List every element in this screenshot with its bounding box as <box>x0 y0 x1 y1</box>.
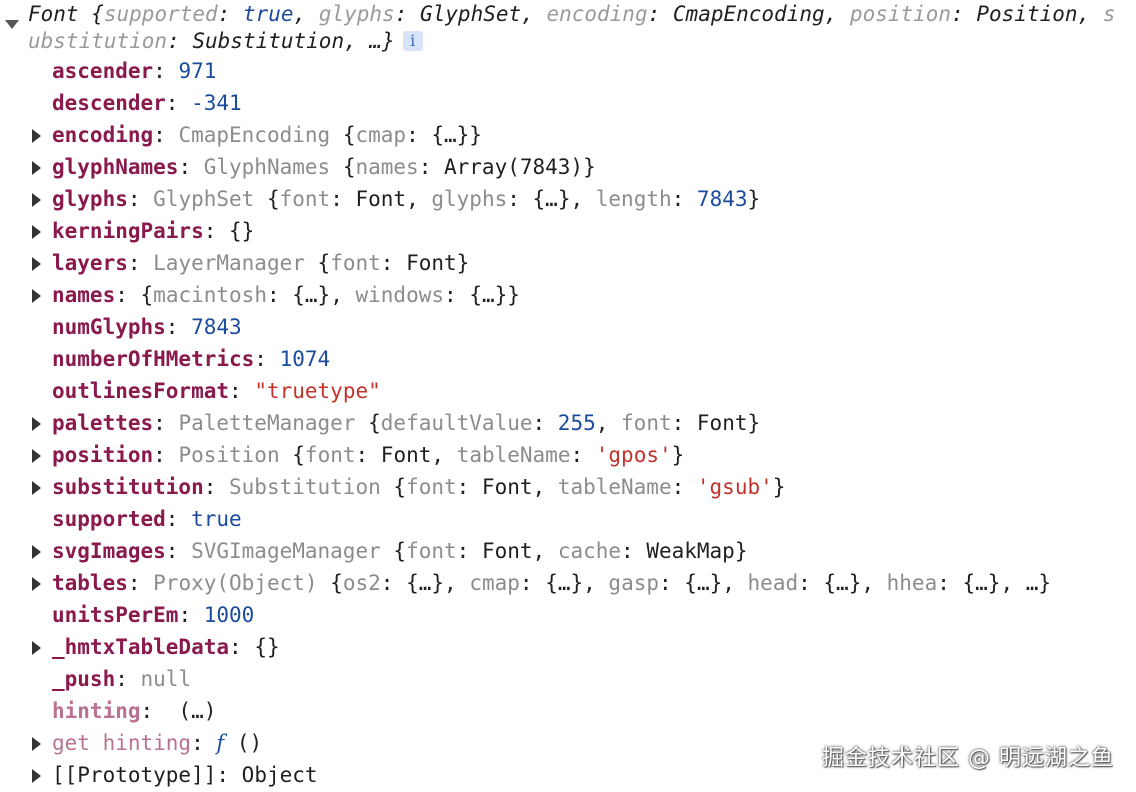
expand-triangle-icon[interactable] <box>32 129 41 143</box>
property-row-kerningpairs[interactable]: kerningPairs: {} <box>0 215 1051 247</box>
expand-triangle-icon[interactable] <box>32 257 41 271</box>
property-row-numberofhmetrics: numberOfHMetrics: 1074 <box>52 347 331 371</box>
property-row-descender: descender: -341 <box>52 91 242 115</box>
expand-triangle-icon[interactable] <box>32 417 41 431</box>
expand-triangle-icon[interactable] <box>32 289 41 303</box>
property-row-numglyphs: numGlyphs: 7843 <box>52 315 242 339</box>
expand-triangle-icon[interactable] <box>32 161 41 175</box>
expand-triangle-icon[interactable] <box>32 641 41 655</box>
collapse-triangle-icon[interactable] <box>5 20 19 29</box>
property-row-prototype[interactable]: [[Prototype]]: Object <box>0 759 1051 791</box>
property-row-substitution[interactable]: substitution: Substitution {font: Font, … <box>0 471 1051 503</box>
property-list: ascender: 971 descender: -341 encoding: … <box>0 55 1051 791</box>
info-icon[interactable]: i <box>402 31 423 51</box>
property-row-get-hinting[interactable]: get hinting: f () <box>0 727 1051 759</box>
expand-triangle-icon[interactable] <box>32 481 41 495</box>
property-row-supported: supported: true <box>52 507 242 531</box>
property-row-glyphs[interactable]: glyphs: GlyphSet {font: Font, glyphs: {…… <box>0 183 1051 215</box>
expand-triangle-icon[interactable] <box>32 737 41 751</box>
watermark-text: 掘金技术社区 @ 明远湖之鱼 <box>822 746 1114 771</box>
expand-triangle-icon[interactable] <box>32 769 41 783</box>
expand-triangle-icon[interactable] <box>32 545 41 559</box>
property-row-push: _push: null <box>52 667 192 691</box>
object-class-name: Font <box>28 2 79 26</box>
expand-triangle-icon[interactable] <box>32 577 41 591</box>
property-row-position[interactable]: position: Position {font: Font, tableNam… <box>0 439 1051 471</box>
property-row-hinting[interactable]: hinting: (…) <box>52 699 217 723</box>
property-row-outlinesformat: outlinesFormat: "truetype" <box>52 379 381 403</box>
property-row-glyphnames[interactable]: glyphNames: GlyphNames {names: Array(784… <box>0 151 1051 183</box>
lazy-getter-value[interactable]: (…) <box>178 699 217 723</box>
property-row-unitsperem: unitsPerEm: 1000 <box>52 603 255 627</box>
property-row-hmtxtabledata[interactable]: _hmtxTableData: {} <box>0 631 1051 663</box>
property-row-tables[interactable]: tables: Proxy(Object) {os2: {…}, cmap: {… <box>0 567 1051 599</box>
property-row-ascender: ascender: 971 <box>52 59 217 83</box>
property-row-names[interactable]: names: {macintosh: {…}, windows: {…}} <box>0 279 1051 311</box>
expand-triangle-icon[interactable] <box>32 193 41 207</box>
expand-triangle-icon[interactable] <box>32 225 41 239</box>
expand-triangle-icon[interactable] <box>32 449 41 463</box>
object-summary[interactable]: Font {supported: true, glyphs: GlyphSet,… <box>0 0 1118 55</box>
property-row-encoding[interactable]: encoding: CmapEncoding {cmap: {…}} <box>0 119 1051 151</box>
function-icon: f <box>216 731 225 755</box>
property-row-layers[interactable]: layers: LayerManager {font: Font} <box>0 247 1051 279</box>
property-row-palettes[interactable]: palettes: PaletteManager {defaultValue: … <box>0 407 1051 439</box>
property-row-svgimages[interactable]: svgImages: SVGImageManager {font: Font, … <box>0 535 1051 567</box>
